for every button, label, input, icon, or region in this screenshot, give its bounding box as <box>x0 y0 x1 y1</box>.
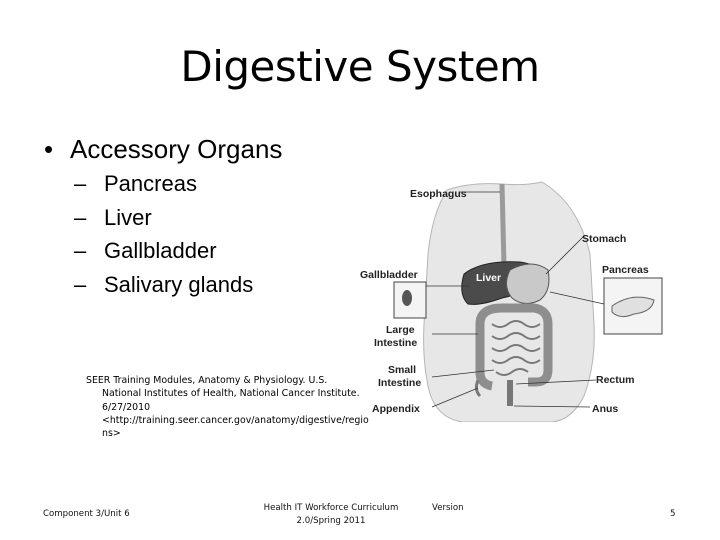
list-item: –Gallbladder <box>74 238 217 263</box>
label-stomach: Stomach <box>582 233 626 245</box>
label-large-intestine-1: Large <box>386 324 415 336</box>
organ-salivary-glands: Salivary glands <box>104 271 254 297</box>
gallbladder-shape <box>402 290 412 306</box>
label-large-intestine-2: Intestine <box>374 337 417 349</box>
page-number: 5 <box>670 509 676 519</box>
pancreas-shape <box>611 296 655 318</box>
label-anus: Anus <box>592 403 618 415</box>
digestive-system-diagram: Esophagus Stomach Pancreas Gallbladder L… <box>352 174 664 422</box>
bullet-text: Accessory Organs <box>70 134 283 164</box>
label-esophagus: Esophagus <box>410 188 467 200</box>
label-small-intestine-2: Intestine <box>378 377 421 389</box>
organ-liver: Liver <box>104 204 152 230</box>
esophagus-shape <box>499 183 507 267</box>
footer-version: Version <box>432 503 464 513</box>
footer-curriculum-line2: 2.0/Spring 2011 <box>296 516 366 526</box>
bullet-accessory-organs: • Accessory Organs <box>44 134 282 165</box>
citation-line: 6/27/2010 <box>102 401 151 413</box>
list-item: –Salivary glands <box>74 271 254 297</box>
label-small-intestine-1: Small <box>388 364 416 376</box>
list-item: –Pancreas <box>74 171 197 196</box>
citation-line: National Institutes of Health, National … <box>102 388 360 400</box>
organ-list: –Pancreas –Liver –Gallbladder –Salivary … <box>74 171 253 305</box>
footer-curriculum: Health IT Workforce Curriculum 2.0/Sprin… <box>246 502 416 528</box>
bullet-marker: • <box>44 134 54 164</box>
footer-curriculum-line1: Health IT Workforce Curriculum <box>263 503 399 513</box>
large-intestine-shape <box>475 303 553 387</box>
label-appendix: Appendix <box>372 403 420 415</box>
citation-line: SEER Training Modules, Anatomy & Physiol… <box>86 375 328 386</box>
label-pancreas: Pancreas <box>602 264 649 276</box>
label-gallbladder: Gallbladder <box>360 269 418 281</box>
citation-line: <http://training.seer.cancer.gov/anatomy… <box>102 414 369 426</box>
stomach-shape <box>506 263 550 304</box>
organ-pancreas: Pancreas <box>104 171 197 196</box>
footer-component: Component 3/Unit 6 <box>43 509 130 519</box>
small-intestine-shape <box>491 320 541 376</box>
label-rectum: Rectum <box>596 374 635 386</box>
anatomy-illustration: Esophagus Stomach Pancreas Gallbladder L… <box>360 181 663 422</box>
organ-gallbladder: Gallbladder <box>104 238 217 263</box>
label-liver: Liver <box>476 272 501 284</box>
ascending-colon <box>475 324 494 391</box>
citation-line: ns> <box>102 428 121 440</box>
list-item: –Liver <box>74 204 152 230</box>
citation: SEER Training Modules, Anatomy & Physiol… <box>86 374 369 440</box>
slide-title: Digestive System <box>180 42 540 91</box>
